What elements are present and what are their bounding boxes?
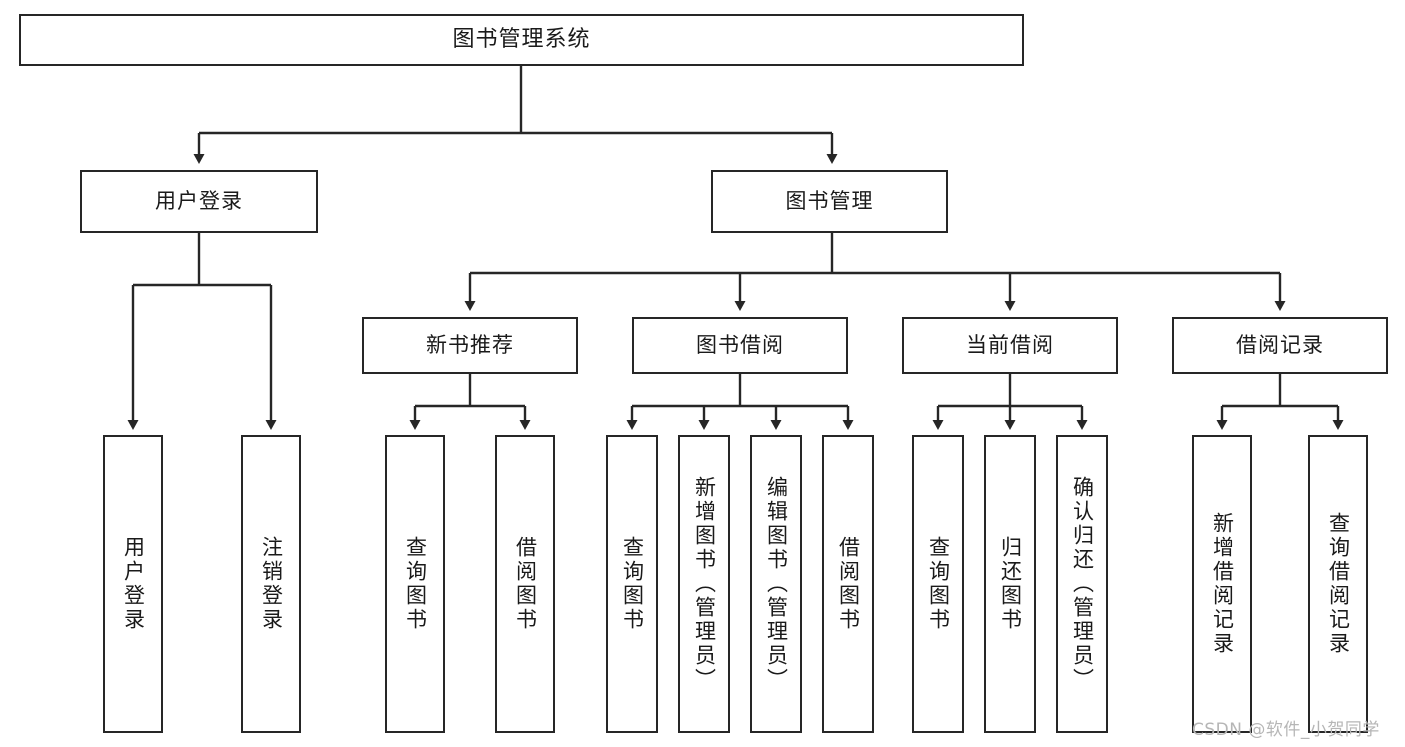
node-leaf-confirm-return[interactable]: 确认归还（管理员） [1056,435,1108,733]
node-leaf-query-record[interactable]: 查询借阅记录 [1308,435,1368,733]
node-leaf-user-login-label: 用户登录 [121,536,146,632]
node-leaf-user-login[interactable]: 用户登录 [103,435,163,733]
node-leaf-logout[interactable]: 注销登录 [241,435,301,733]
node-current-borrow-label: 当前借阅 [966,333,1054,357]
node-new-book[interactable]: 新书推荐 [362,317,578,374]
node-leaf-logout-label: 注销登录 [259,536,284,632]
node-user-login[interactable]: 用户登录 [80,170,318,233]
node-user-login-label: 用户登录 [155,189,243,213]
node-borrow-record[interactable]: 借阅记录 [1172,317,1388,374]
node-leaf-query-book-1[interactable]: 查询图书 [385,435,445,733]
node-leaf-borrow-book-1[interactable]: 借阅图书 [495,435,555,733]
node-root-label: 图书管理系统 [452,27,591,52]
node-leaf-confirm-return-label: 确认归还（管理员） [1070,476,1095,692]
node-book-borrow-label: 图书借阅 [696,333,784,357]
node-leaf-borrow-book-2[interactable]: 借阅图书 [822,435,874,733]
node-book-borrow[interactable]: 图书借阅 [632,317,848,374]
node-leaf-return-book-label: 归还图书 [998,536,1023,632]
node-new-book-label: 新书推荐 [426,333,514,357]
node-leaf-borrow-book-1-label: 借阅图书 [513,536,538,632]
node-leaf-add-record-label: 新增借阅记录 [1210,512,1235,656]
node-leaf-query-book-3[interactable]: 查询图书 [912,435,964,733]
node-leaf-query-record-label: 查询借阅记录 [1326,512,1351,656]
watermark: CSDN @软件_小贺同学 [1192,720,1380,740]
node-leaf-query-book-2-label: 查询图书 [620,536,645,632]
node-book-manage-label: 图书管理 [785,189,874,213]
node-leaf-edit-book[interactable]: 编辑图书（管理员） [750,435,802,733]
node-borrow-record-label: 借阅记录 [1236,333,1324,357]
node-leaf-query-book-3-label: 查询图书 [926,536,951,632]
node-current-borrow[interactable]: 当前借阅 [902,317,1118,374]
node-leaf-edit-book-label: 编辑图书（管理员） [764,476,789,692]
node-leaf-return-book[interactable]: 归还图书 [984,435,1036,733]
node-leaf-query-book-1-label: 查询图书 [403,536,428,632]
node-leaf-query-book-2[interactable]: 查询图书 [606,435,658,733]
node-leaf-add-book-label: 新增图书（管理员） [692,476,717,692]
node-root[interactable]: 图书管理系统 [19,14,1024,66]
node-book-manage[interactable]: 图书管理 [711,170,948,233]
node-leaf-add-book[interactable]: 新增图书（管理员） [678,435,730,733]
node-leaf-borrow-book-2-label: 借阅图书 [836,536,861,632]
node-leaf-add-record[interactable]: 新增借阅记录 [1192,435,1252,733]
